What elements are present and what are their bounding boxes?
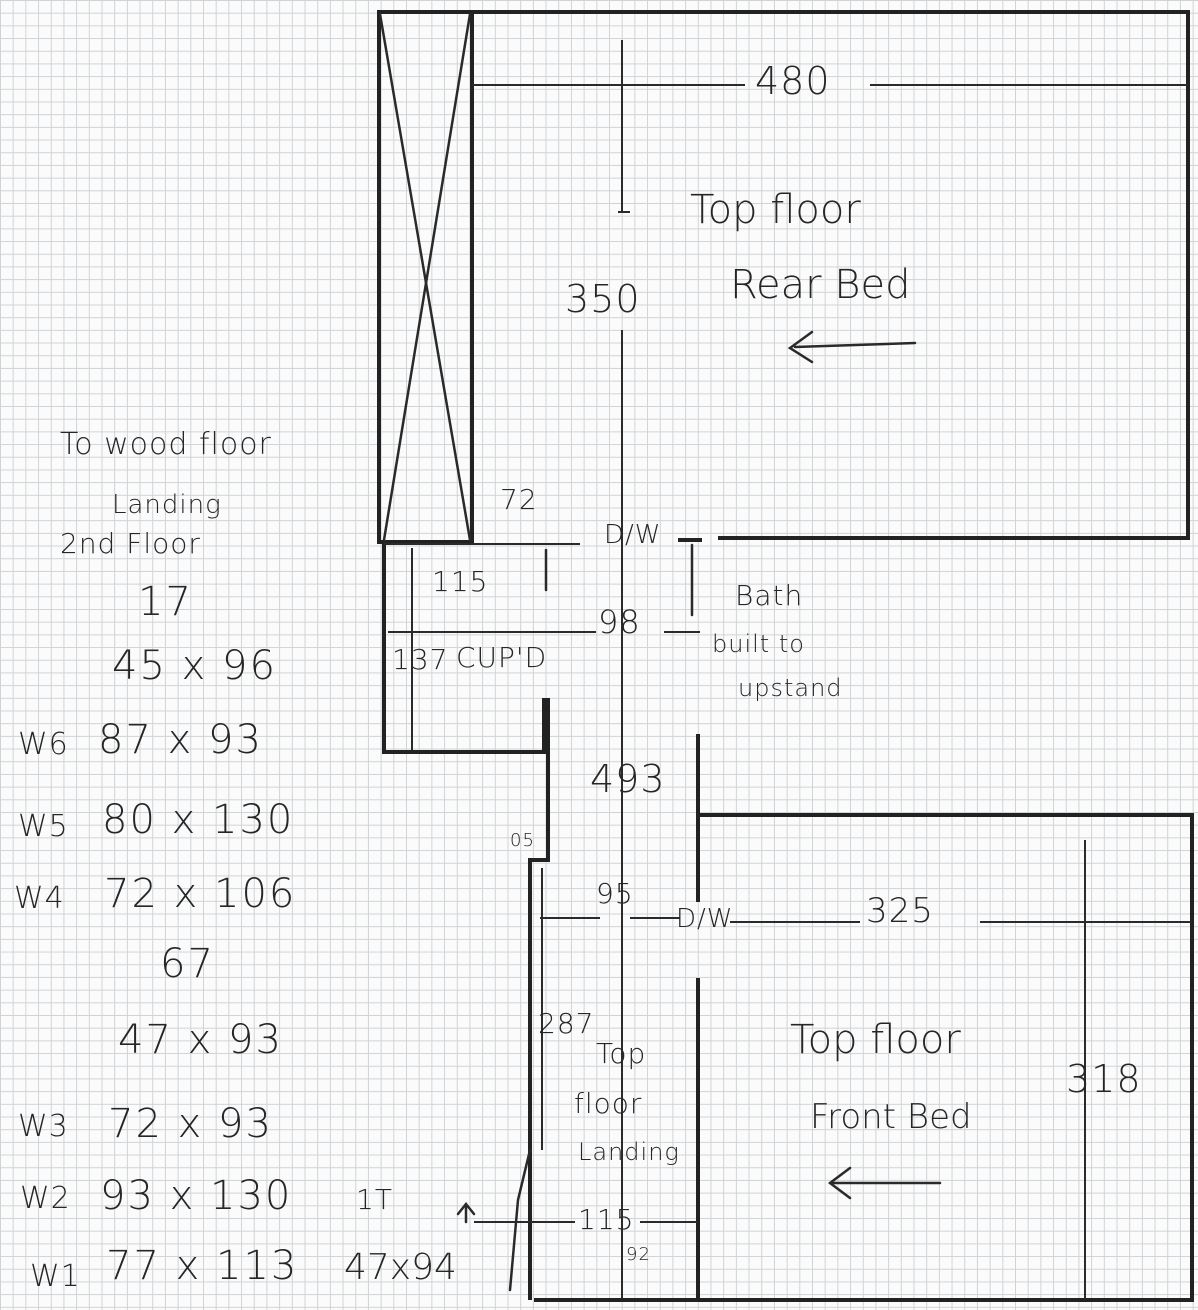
cupboard-walls: [382, 542, 546, 754]
bottom-note-line1: 1T: [356, 1183, 393, 1216]
rear-arrow-head: [787, 330, 814, 364]
bottom-note-line2: 47x94: [344, 1247, 457, 1288]
corridor-dim-95: 95: [596, 877, 634, 910]
front-bed-width: 325: [866, 891, 934, 931]
landing-length: 287: [538, 1007, 595, 1040]
window-list-size: 17: [138, 579, 193, 625]
door-lower-label: D/W: [676, 904, 734, 934]
rear-bed-depth: 350: [565, 277, 641, 321]
front-bed-name-line1: Top floor: [790, 1017, 961, 1063]
landing-bottom-dim: 115: [578, 1203, 635, 1236]
stairwell-cross-b: [382, 12, 472, 542]
window-list-size: 87 x 93: [98, 717, 263, 763]
stairwell-cross-a: [378, 12, 472, 542]
bath-line1: Bath: [735, 579, 804, 612]
cupboard-dim-137: 137: [392, 643, 449, 676]
front-bed-name-line2: Front Bed: [810, 1097, 972, 1137]
landing-details: [456, 1148, 698, 1292]
rear-bed-width: 480: [755, 59, 831, 103]
landing-stair-line: [508, 1148, 532, 1292]
window-list-size: 72 x 106: [104, 871, 297, 917]
bath-area: [664, 538, 702, 633]
window-list-id: W3: [18, 1109, 69, 1144]
window-list-id: W2: [20, 1181, 71, 1216]
window-list-id: W6: [18, 727, 69, 762]
bath-line3: upstand: [738, 674, 843, 702]
front-bed-room: [534, 813, 1194, 1302]
landing-bottom-dim2: 92: [626, 1244, 651, 1265]
window-list-size: 47 x 93: [118, 1017, 283, 1063]
door-upper-label: D/W: [604, 520, 662, 550]
window-list-id: W4: [14, 881, 65, 916]
step-dim-05: 05: [510, 830, 535, 851]
window-list-size: 67: [160, 941, 215, 987]
window-list-size: 93 x 130: [100, 1173, 293, 1219]
landing-name-line1: Top: [596, 1037, 647, 1070]
landing-name-line3: Landing: [578, 1138, 680, 1166]
cupboard-label: CUP'D: [456, 641, 548, 674]
note-line3: 2nd Floor: [60, 527, 201, 560]
landing-name-line2: floor: [574, 1087, 643, 1120]
rear-bed-name-line2: Rear Bed: [730, 262, 911, 308]
arrow-left-icon: [827, 1166, 942, 1200]
corridor-dim-493: 493: [590, 757, 666, 801]
cupboard-dim-115: 115: [432, 565, 489, 598]
rear-bed-name-line1: Top floor: [690, 187, 861, 233]
window-list-id: W1: [30, 1259, 81, 1294]
corridor-left-step: [528, 858, 550, 1300]
window-list-size: 72 x 93: [108, 1101, 273, 1147]
front-bed-depth: 318: [1066, 1057, 1142, 1101]
window-list-id: W5: [18, 809, 69, 844]
front-bed-walls: [534, 813, 1194, 1302]
rear-bed-walls: [470, 10, 1190, 540]
note-line2: Landing: [112, 490, 222, 520]
rear-arrow-shaft: [793, 341, 917, 349]
corridor-dim-98: 98: [598, 603, 641, 641]
window-list-size: 45 x 96: [112, 643, 277, 689]
front-arrow-head: [827, 1166, 852, 1200]
stairwell: [377, 10, 474, 544]
stairwell-outline: [377, 10, 474, 544]
note-line1: To wood floor: [60, 427, 272, 462]
rear-bed-room: [470, 10, 1190, 540]
arrow-left-icon: [787, 330, 917, 364]
window-list-size: 77 x 113: [106, 1243, 299, 1289]
window-list-size: 80 x 130: [102, 797, 295, 843]
cupboard-dim-72: 72: [500, 483, 538, 516]
bath-line2: built to: [712, 630, 805, 658]
cupboard: [382, 542, 596, 754]
stair-up-arrow-head: [456, 1201, 476, 1216]
